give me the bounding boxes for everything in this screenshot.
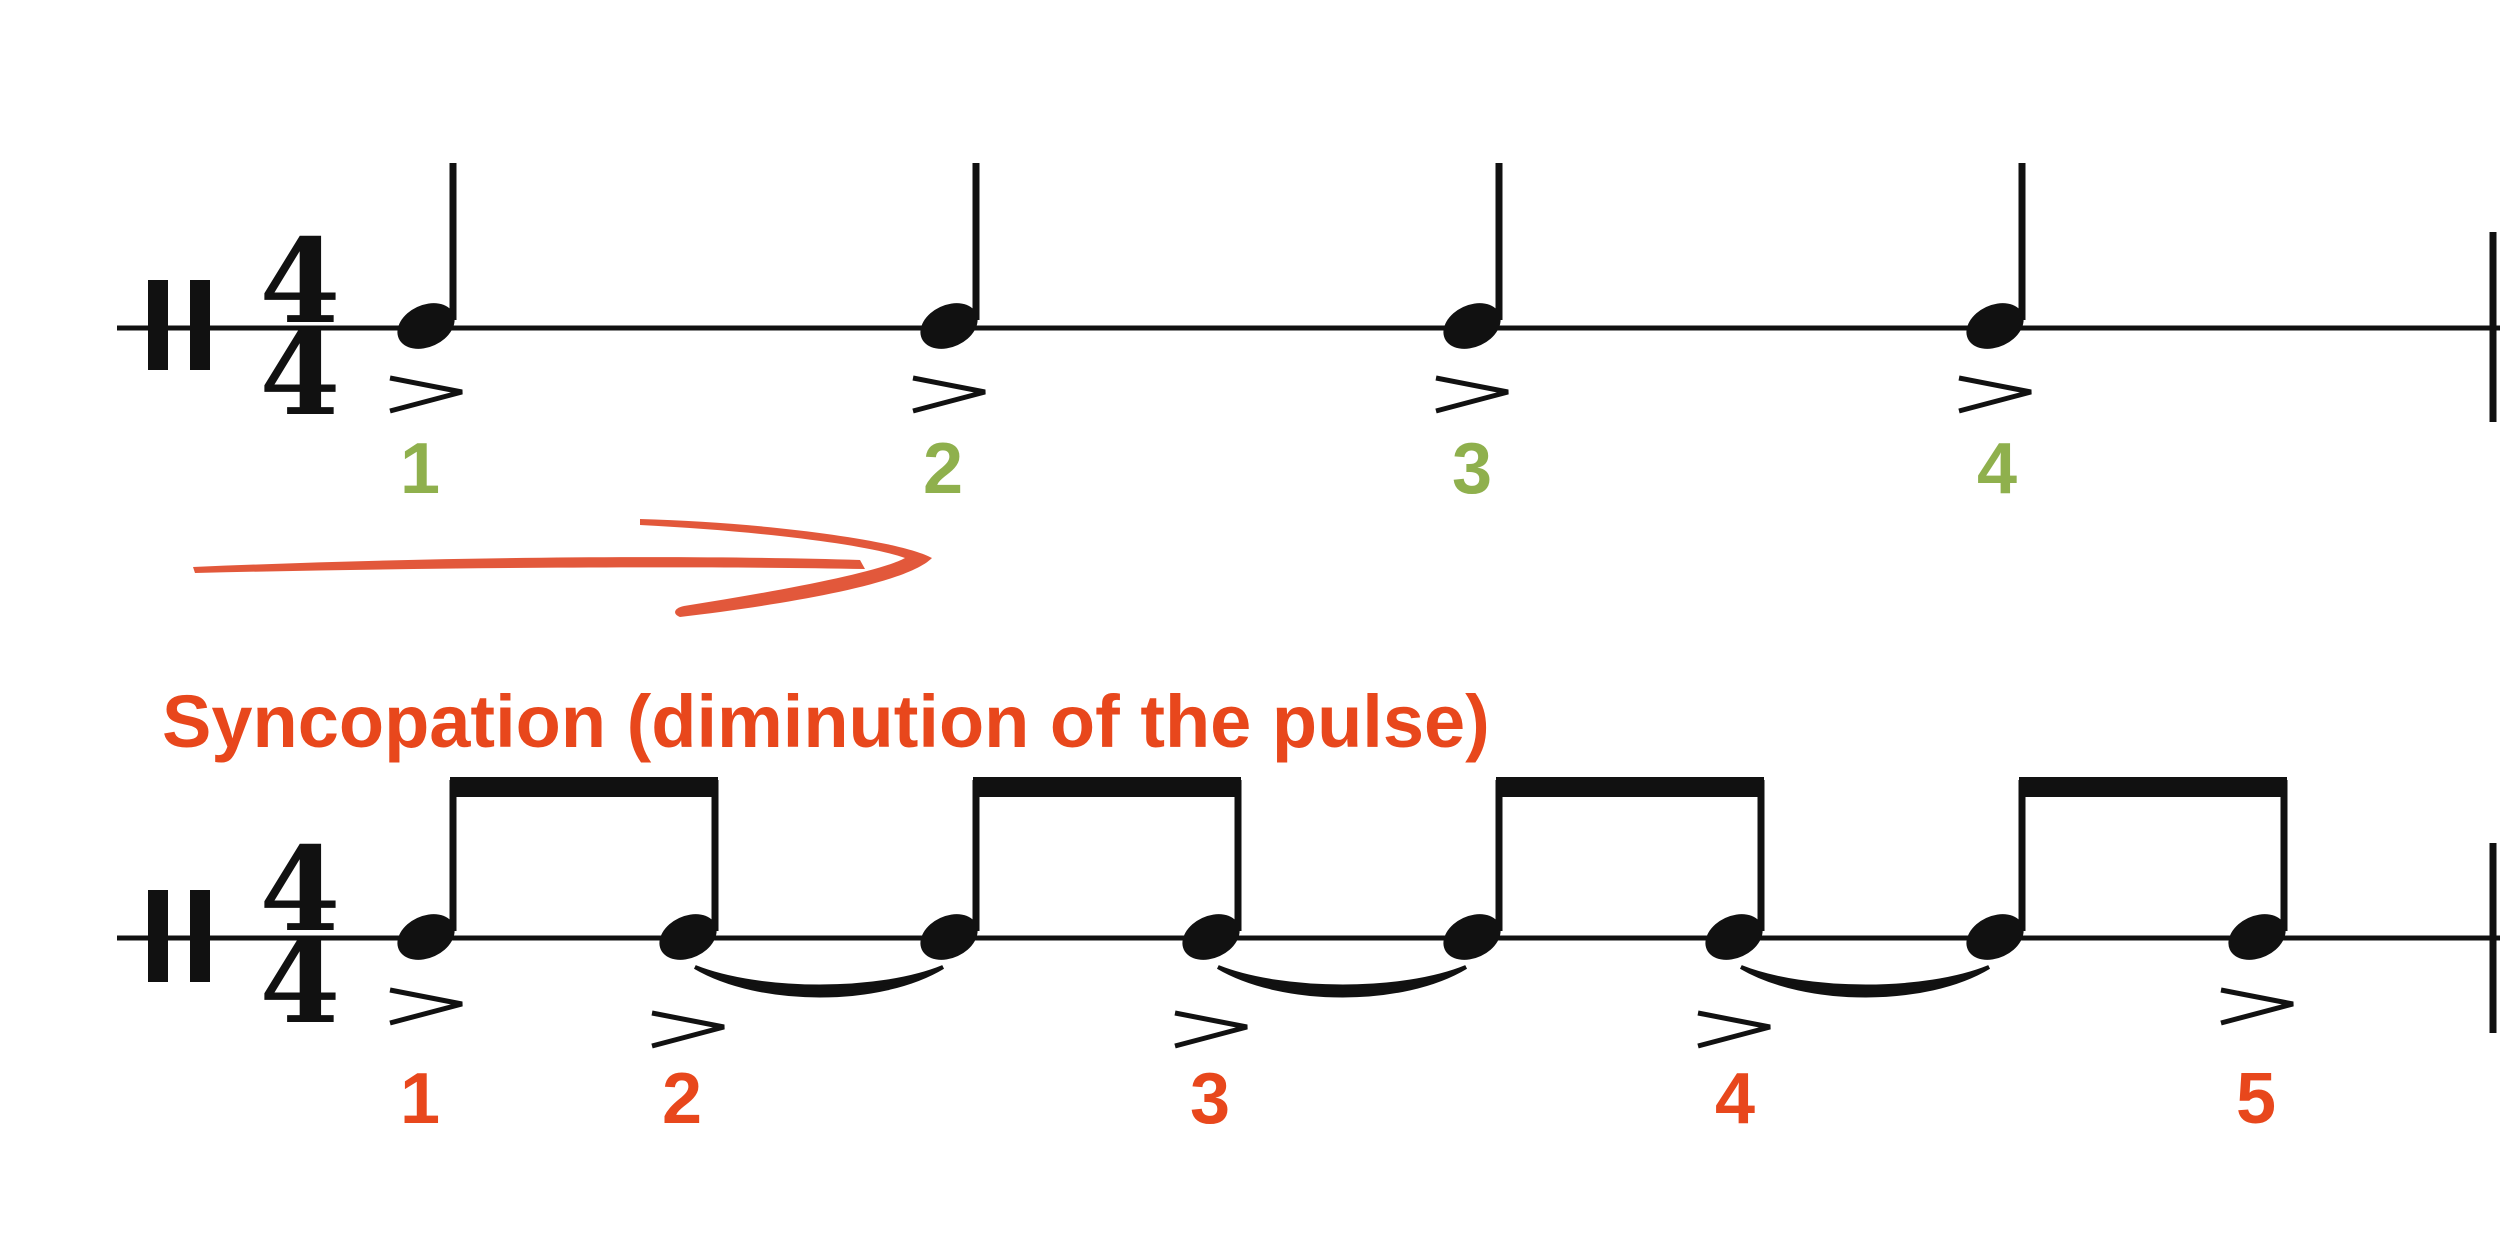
quarter-note [397, 163, 457, 349]
accent-mark [651, 1010, 725, 1049]
beat-count: 4 [1715, 1059, 1755, 1139]
beat-count: 1 [400, 429, 440, 509]
percussion-clef-icon [148, 280, 210, 370]
tie [1216, 965, 1468, 998]
time-signature-denominator: 4 [260, 306, 341, 442]
tie [1739, 965, 1991, 998]
bottom-staff: 4 4 [117, 777, 2500, 1139]
beamed-eighth-notes [1443, 777, 1765, 960]
quarter-note [1443, 163, 1503, 349]
accent-mark [1435, 375, 1509, 414]
beat-count: 1 [400, 1059, 440, 1139]
quarter-note [1966, 163, 2026, 349]
time-signature-denominator: 4 [260, 914, 341, 1050]
accent-mark [1697, 1010, 1771, 1049]
time-signature-numerator: 4 [260, 214, 341, 350]
beat-count: 2 [923, 429, 963, 509]
beat-count: 2 [662, 1059, 702, 1139]
accent-mark [389, 375, 463, 414]
time-signature-numerator: 4 [260, 822, 341, 958]
beamed-eighth-notes [920, 777, 1242, 960]
beat-count: 5 [2236, 1059, 2276, 1139]
accent-mark [2220, 987, 2294, 1026]
syncopation-caption: Syncopation (diminution of the pulse) [162, 680, 1490, 763]
tie [693, 965, 945, 998]
quarter-note [920, 163, 980, 349]
beamed-eighth-notes [1966, 777, 2288, 960]
accent-mark [1174, 1010, 1248, 1049]
beamed-eighth-notes [397, 777, 719, 960]
top-staff: 4 4 1 2 3 4 [117, 163, 2500, 509]
accent-mark [1958, 375, 2032, 414]
accent-mark [389, 987, 463, 1026]
hand-drawn-arrow-icon [193, 519, 932, 617]
percussion-clef-icon [148, 890, 210, 982]
beat-count: 4 [1977, 429, 2017, 509]
accent-mark [912, 375, 986, 414]
beat-count: 3 [1190, 1059, 1230, 1139]
beat-count: 3 [1452, 429, 1492, 509]
